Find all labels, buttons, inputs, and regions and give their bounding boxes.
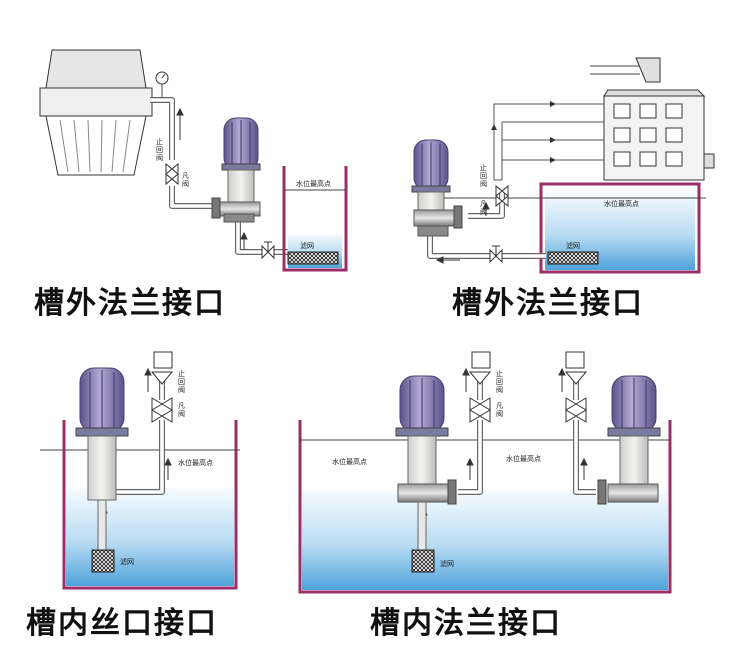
cooling-tower-1 [39,49,153,176]
valve-label-gate-6: 阀 [178,409,185,418]
high-level-label-4a: 水位最高点 [332,457,367,466]
strainer-4 [411,549,435,573]
panel-outside-flange-left: 止 回 阀 凡 阀 水位最高点 滤网 槽外法兰接口 [34,49,348,321]
high-level-label-1: 水位最高点 [296,179,331,188]
valve-label-stop-5: 回 [480,172,487,180]
strainer-label-4: 滤网 [440,559,454,568]
valve-label-gate-4: 阀 [480,207,487,216]
pump-3 [75,367,129,573]
strainer-label-1: 滤网 [300,241,314,250]
gate-valve-1 [165,162,179,186]
strainer-label-3: 滤网 [120,557,134,566]
panel-outside-flange-right: 水位最高点 滤网 止 回 阀 凡 阀 槽外法兰接口 [411,57,715,321]
strainer-2 [547,251,599,265]
high-level-label-4b: 水位最高点 [506,454,541,463]
valve-label-gate-2: 阀 [182,179,189,188]
panel-inside-thread: 水位最高点 止 回 阀 凡 阀 滤网 槽内丝口接口 [26,351,240,641]
strainer-3 [91,549,115,573]
valve-label-stop-7: 止 [178,369,185,378]
caption-panel-2: 槽外法兰接口 [452,286,644,321]
valve-label-gate-5: 凡 [178,402,185,410]
valve-label-stop-6: 阀 [480,179,487,188]
pump-2 [411,139,463,237]
valve-label-stop-10: 止 [496,369,503,378]
gate-valve-4 [469,397,491,423]
valve-label-stop-12: 阀 [496,385,503,394]
strainer-label-2: 滤网 [566,241,580,250]
caption-panel-4: 槽内法兰接口 [370,606,562,641]
gate-valve-2 [495,184,509,208]
strainer-1 [287,251,339,265]
valve-label-gate-3: 凡 [480,200,487,208]
pump-1 [211,117,261,223]
valve-label-stop-8: 回 [178,378,185,386]
valve-label-stop-2: 回 [156,146,163,154]
pump-4-right [597,375,661,505]
valve-label-gate-8: 阀 [496,409,503,418]
valve-label-stop-1: 止 [156,137,163,146]
valve-label-gate-7: 凡 [496,402,503,410]
high-level-label-2: 水位最高点 [604,199,639,208]
valve-label-stop-3: 阀 [156,153,163,162]
valve-label-gate-1: 凡 [182,172,189,180]
gate-valve-3 [151,397,173,423]
caption-panel-1: 槽外法兰接口 [34,286,226,321]
cooling-tower-2 [590,57,715,181]
pump-4-left [395,375,457,573]
caption-panel-3: 槽内丝口接口 [26,606,218,641]
valve-label-stop-9: 阀 [178,385,185,394]
valve-label-stop-4: 止 [480,163,487,172]
panel-inside-flange: 水位最高点 水位最高点 止 回 阀 凡 阀 [298,351,672,641]
gate-valve-5 [565,397,587,423]
high-level-label-3: 水位最高点 [178,458,213,467]
valve-label-stop-11: 回 [496,378,503,386]
